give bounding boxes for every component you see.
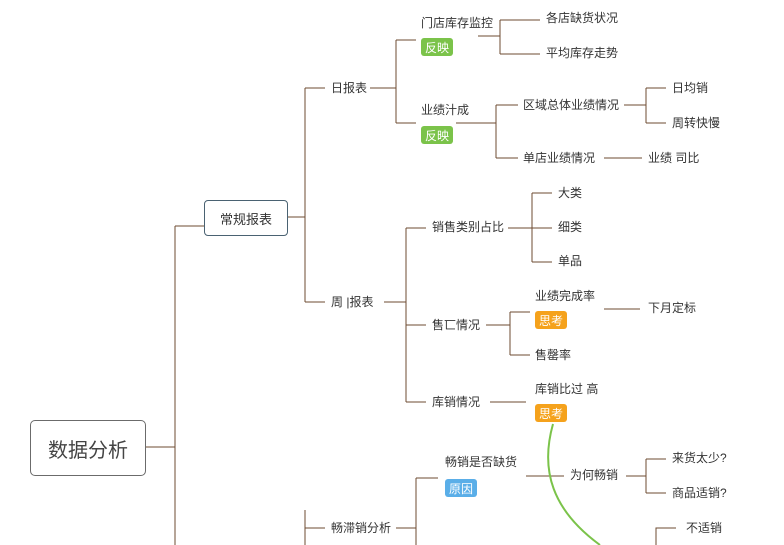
node-bestseller-stockout[interactable]: 畅销是否缺货 [445,455,518,469]
node-avg-inventory-trend[interactable]: 平均库存走势 [546,46,619,60]
node-store-inventory-monitor[interactable]: 门店库存监控 [421,16,494,30]
node-category-share[interactable]: 销售类别占比 [432,220,505,234]
node-sub-category[interactable]: 细类 [558,220,583,234]
node-performance-comparison[interactable]: 业绩 司比 [648,151,700,165]
connector [396,477,438,545]
tag-think: 思考 [535,311,567,329]
node-regular-report[interactable]: 常规报表 [204,200,288,236]
connector [508,192,552,263]
connector [304,510,325,545]
node-performance-summary[interactable]: 业绩汁成 [421,103,470,117]
node-daily-report[interactable]: 日报表 [331,81,368,95]
node-daily-avg-sales[interactable]: 日均销 [672,81,709,95]
node-suitable-product[interactable]: 商品适销? [672,486,727,500]
node-region-performance[interactable]: 区域总体业绩情况 [523,98,620,112]
tag-reason: 原因 [445,479,477,497]
connector [626,458,666,494]
node-weekly-report[interactable]: 周 |报表 [331,295,374,309]
connector [478,19,540,55]
node-major-category[interactable]: 大类 [558,186,583,200]
tag-reflect: 反映 [421,38,453,56]
connector [624,87,666,124]
tag-reflect-2: 反映 [421,126,453,144]
connector [286,87,325,303]
node-inventory-sales-high[interactable]: 库销比过 高 [535,382,599,396]
node-next-month-target[interactable]: 下月定标 [648,301,697,315]
connector [486,311,530,356]
tag-think-2: 思考 [535,404,567,422]
node-sales-analysis[interactable]: 畅滞销分析 [331,521,392,535]
node-sellout-status[interactable]: 售匸情况 [432,318,481,332]
node-store-stockout[interactable]: 各店缺货状况 [546,11,619,25]
relationship-curve [547,423,601,545]
node-completion-rate[interactable]: 业绩完成率 [535,289,596,303]
node-too-few-deliveries[interactable]: 来货太少? [672,451,727,465]
node-why-bestseller[interactable]: 为何畅销 [570,468,619,482]
root-node[interactable]: 数据分析 [30,420,146,476]
connector [655,527,676,545]
connector [175,218,204,226]
node-unsuitable[interactable]: 不适销 [686,521,723,535]
connector [384,227,426,403]
connector [370,39,416,124]
node-inventory-sales[interactable]: 库销情况 [432,395,481,409]
connector [456,104,518,159]
node-turnover-speed[interactable]: 周转快慢 [672,116,721,130]
node-single-item[interactable]: 单品 [558,254,583,268]
node-single-store-performance[interactable]: 单店业绩情况 [523,151,596,165]
connector [144,225,204,545]
node-sellthrough-rate[interactable]: 售罄率 [535,348,572,362]
